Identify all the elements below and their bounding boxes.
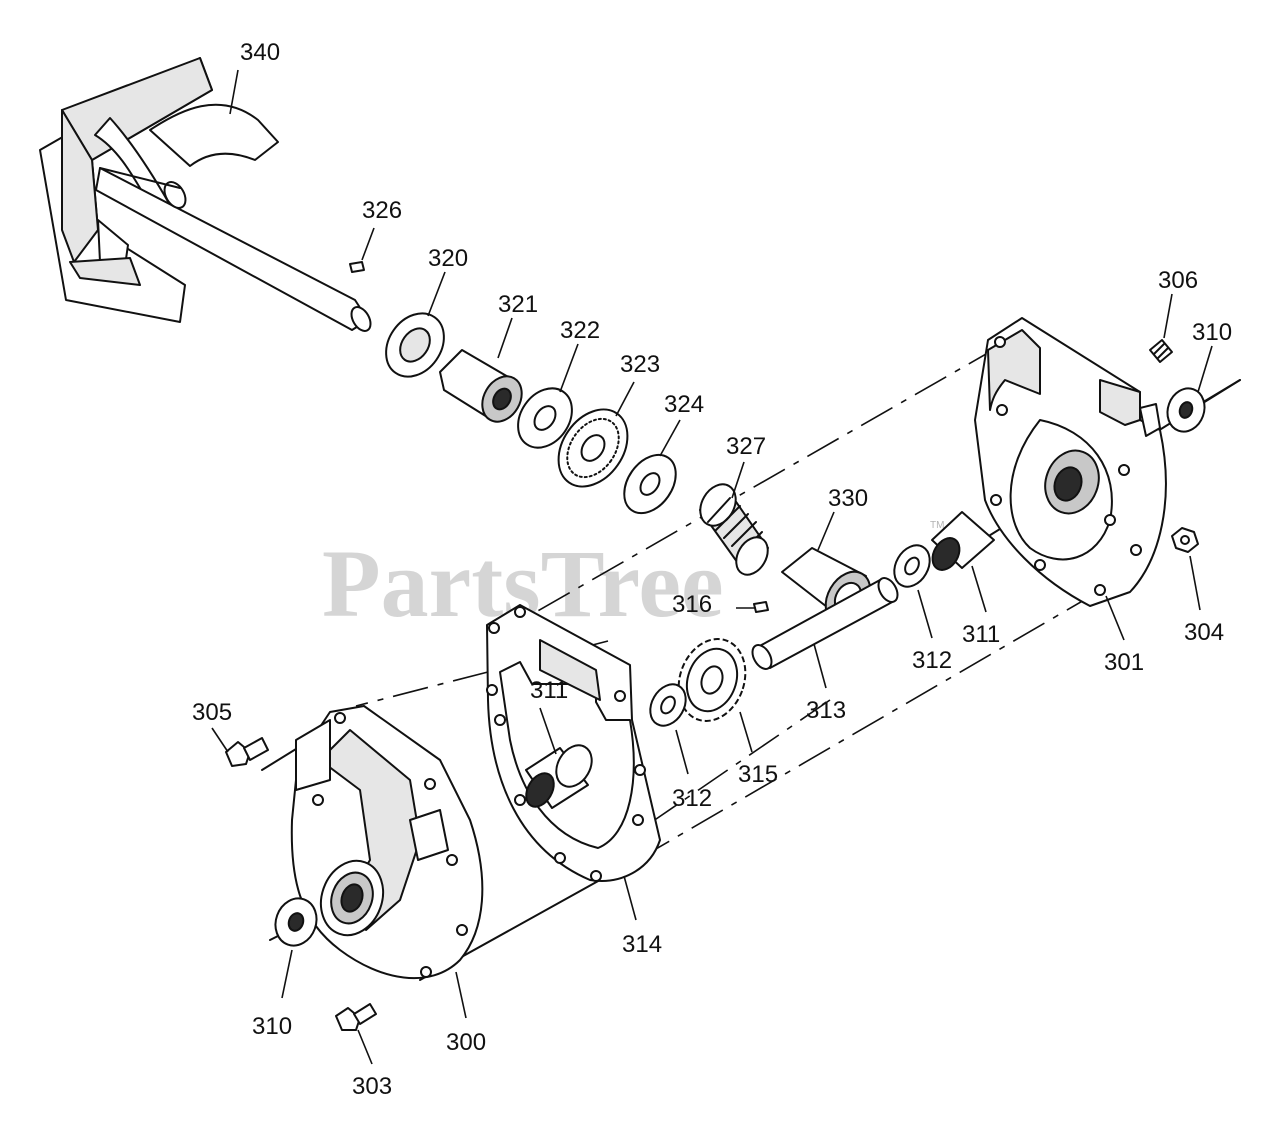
- callout-323: 323: [620, 351, 660, 378]
- callout-312-left: 312: [672, 785, 712, 812]
- callout-311-right: 311: [962, 621, 1000, 648]
- callout-300: 300: [446, 1029, 486, 1056]
- part-326-key: [349, 261, 365, 273]
- part-310-flange-bearing-right: [1166, 387, 1206, 433]
- part-312-spacer-right: [893, 544, 931, 588]
- watermark-trademark: TM: [930, 520, 944, 531]
- callout-326: 326: [362, 197, 402, 224]
- part-316-key: [753, 601, 769, 613]
- part-303-bolt: [335, 1003, 377, 1031]
- part-311-bushing-right: [931, 511, 995, 571]
- callout-leader-lines: [211, 69, 1213, 1065]
- callout-306: 306: [1158, 267, 1198, 294]
- callout-301: 301: [1104, 649, 1144, 676]
- part-311-bushing-left: [525, 744, 593, 809]
- callout-322: 322: [560, 317, 600, 344]
- part-301-gear-housing-right: [974, 317, 1167, 607]
- callout-320: 320: [428, 245, 468, 272]
- callout-316: 316: [672, 591, 712, 618]
- callout-313: 313: [806, 697, 846, 724]
- part-312-spacer-left: [649, 683, 687, 727]
- part-306-set-screw: [1149, 339, 1173, 363]
- part-310-flange-bearing-left: [274, 897, 318, 947]
- part-320-thrust-washer: [385, 312, 445, 378]
- callout-324: 324: [664, 391, 704, 418]
- part-300-gear-housing-left: [290, 705, 484, 980]
- part-315-spur-gear: [677, 638, 747, 722]
- part-313-shaft: [751, 577, 899, 670]
- callout-330: 330: [828, 485, 868, 512]
- callout-340: 340: [240, 39, 280, 66]
- part-314-gasket: [486, 604, 661, 882]
- part-322-washer: [517, 387, 573, 449]
- callout-310-left: 310: [252, 1013, 292, 1040]
- part-340-impeller: [39, 57, 372, 332]
- part-305-bolt: [225, 737, 269, 767]
- callout-315: 315: [738, 761, 778, 788]
- part-324-washer: [623, 453, 677, 515]
- part-304-nut: [1171, 527, 1199, 553]
- callout-303: 303: [352, 1073, 392, 1100]
- callout-327: 327: [726, 433, 766, 460]
- callout-310-right: 310: [1192, 319, 1232, 346]
- part-321-bearing: [439, 349, 523, 423]
- callout-314: 314: [622, 931, 662, 958]
- callout-321: 321: [498, 291, 538, 318]
- callout-304: 304: [1184, 619, 1224, 646]
- callout-312-right: 312: [912, 647, 952, 674]
- callout-305: 305: [192, 699, 232, 726]
- callout-labels: 340 326 320 321 322 323 324 327 330 306 …: [192, 39, 1232, 1100]
- part-327-worm-gear: [699, 483, 769, 576]
- callout-311-left: 311: [530, 677, 568, 704]
